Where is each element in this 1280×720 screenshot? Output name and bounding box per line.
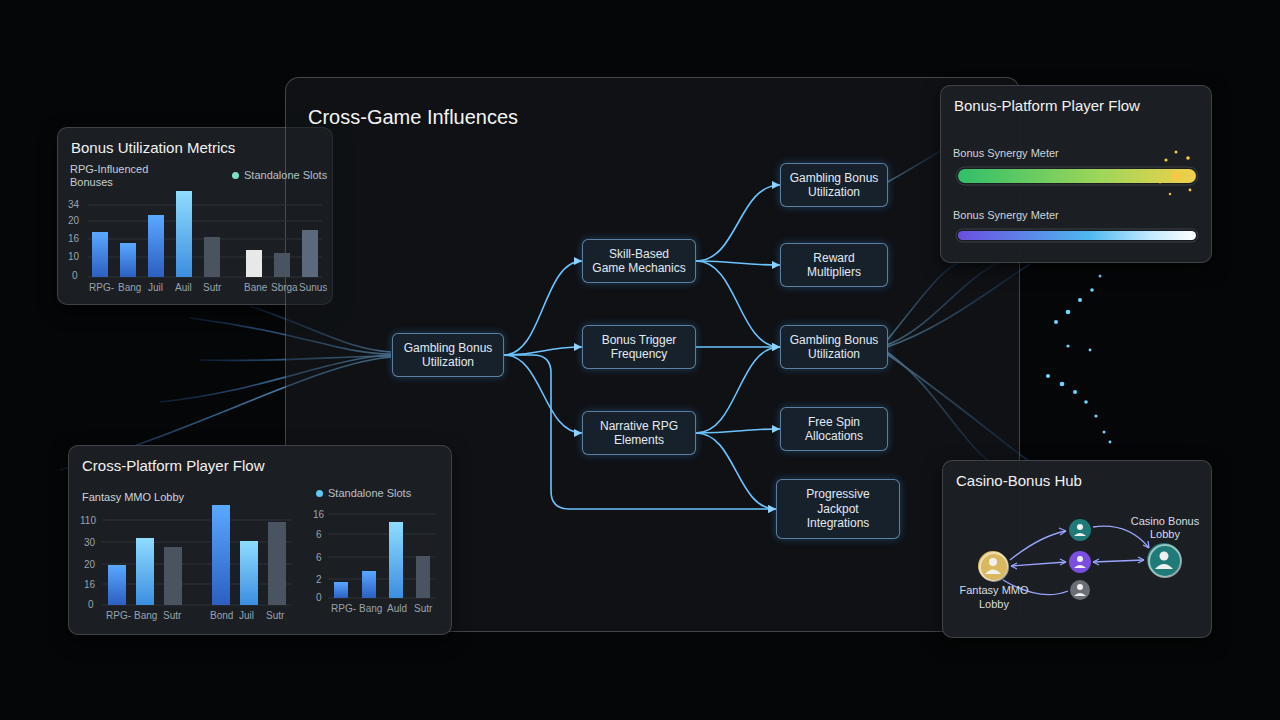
chart-label: 0 xyxy=(88,599,94,611)
chart-label: 6 xyxy=(316,529,322,541)
legend-entry: Standalone Slots xyxy=(316,487,411,499)
node-label: Gambling Bonus Utilization xyxy=(789,333,879,362)
panel-title: Cross-Game Influences xyxy=(308,106,997,129)
chart-label: 6 xyxy=(316,552,322,564)
chart-label: Juil xyxy=(239,610,254,622)
panel-title: Bonus-Platform Player Flow xyxy=(954,97,1198,114)
lobby-node: Casino Bonus Lobby xyxy=(1148,544,1182,578)
panel-title: Fantasy MMO Lobby xyxy=(948,584,1040,612)
process-box: Gambling Bonus Utilization xyxy=(392,333,504,378)
chart-label: Bonus Synergy Meter xyxy=(953,209,1059,222)
node-label: Skill-Based Game Mechanics xyxy=(591,247,687,276)
chart-label: Sunus xyxy=(299,282,327,294)
process-box: Gambling Bonus Utilization xyxy=(780,325,888,370)
chart-label: Sutr xyxy=(266,610,284,622)
chart-label: Sutr xyxy=(203,282,221,294)
chart-label: Bonus Synergy Meter xyxy=(953,147,1059,160)
chart-label: Sutr xyxy=(414,603,432,615)
panel-title: Casino Bonus Lobby xyxy=(1119,515,1211,543)
connector xyxy=(696,185,780,261)
chart-label: Auld xyxy=(387,603,407,615)
chart-label: 0 xyxy=(316,592,322,604)
connector xyxy=(504,355,776,509)
chart-label: Bang xyxy=(359,603,382,615)
chart-label: 16 xyxy=(68,233,79,245)
process-box: Narrative RPG Elements xyxy=(582,411,696,456)
connector xyxy=(504,261,582,355)
chart-label: RPG-Influenced Bonuses xyxy=(70,163,166,189)
process-box: Reward Multipliers xyxy=(780,243,888,288)
chart-label: Juil xyxy=(148,282,163,294)
node-label: Narrative RPG Elements xyxy=(591,419,687,448)
connector xyxy=(696,346,780,348)
connector xyxy=(696,261,780,347)
chart-label: Bond xyxy=(210,610,233,622)
process-box: Progressive Jackpot Integrations xyxy=(776,479,900,538)
chart-label: 0 xyxy=(72,270,78,282)
chart-label: 16 xyxy=(84,579,95,591)
chart-label: Bane xyxy=(244,282,267,294)
chart-label: RPG- xyxy=(331,603,356,615)
legend-text: Standalone Slots xyxy=(244,169,327,181)
chart-label: 34 xyxy=(68,199,79,211)
chart-label: Bang xyxy=(118,282,141,294)
chart-label: 20 xyxy=(84,559,95,571)
legend-text: Standalone Slots xyxy=(328,487,411,499)
chart-label: Sutr xyxy=(163,610,181,622)
node-label: Progressive Jackpot Integrations xyxy=(785,487,891,530)
chart-label: Fantasy MMO Lobby xyxy=(82,491,184,504)
process-box: Bonus Trigger Frequency xyxy=(582,325,696,370)
panel-title: Casino-Bonus Hub xyxy=(956,472,1198,489)
chart-label: Sbrga xyxy=(271,282,298,294)
connector xyxy=(696,429,780,433)
glass-panel: Casino-Bonus HubFantasy MMO Lobby Casino … xyxy=(942,460,1212,638)
chart-label: RPG- xyxy=(89,282,114,294)
chart-label: 110 xyxy=(80,515,96,527)
connector xyxy=(504,347,582,355)
connector xyxy=(504,355,582,433)
chart-label: 16 xyxy=(313,509,324,521)
chart-label: RPG- xyxy=(106,610,131,622)
chart-label: 30 xyxy=(84,537,95,549)
legend-swatch xyxy=(232,172,239,179)
legend-entry: Standalone Slots xyxy=(232,169,327,181)
chart-label: 20 xyxy=(68,215,79,227)
chart-label: Auil xyxy=(175,282,192,294)
lobby-node: Fantasy MMO Lobby xyxy=(979,552,1009,582)
chart-label: 10 xyxy=(68,251,79,263)
connector xyxy=(696,433,776,509)
legend-swatch xyxy=(316,490,323,497)
process-box: Free Spin Allocations xyxy=(780,407,888,452)
glass-panel: Bonus-Platform Player Flow xyxy=(940,85,1212,263)
process-box: Gambling Bonus Utilization xyxy=(780,163,888,208)
panel-title: Cross-Platform Player Flow xyxy=(82,457,438,474)
node-label: Reward Multipliers xyxy=(789,251,879,280)
node-label: Free Spin Allocations xyxy=(789,415,879,444)
chart-label: Bang xyxy=(134,610,157,622)
connector xyxy=(696,261,780,265)
chart-label: 2 xyxy=(316,574,322,586)
process-box: Skill-Based Game Mechanics xyxy=(582,239,696,284)
node-label: Bonus Trigger Frequency xyxy=(591,333,687,362)
connector xyxy=(696,347,780,433)
node-label: Gambling Bonus Utilization xyxy=(401,341,495,370)
node-label: Gambling Bonus Utilization xyxy=(789,171,879,200)
panel-title: Bonus Utilization Metrics xyxy=(71,139,319,156)
